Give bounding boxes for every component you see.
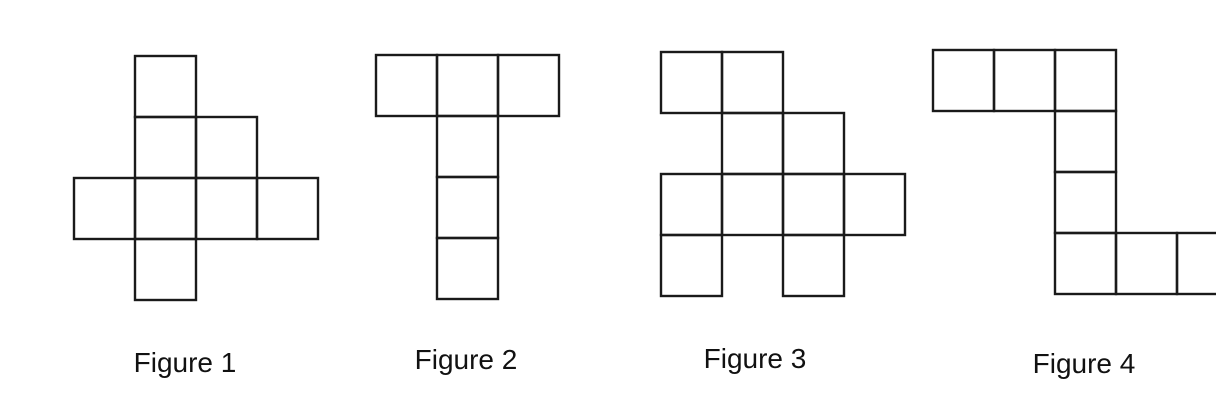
figure-3-square-4 (781, 111, 846, 176)
figure-grids (72, 48, 1216, 302)
figure-2-square-5 (435, 175, 500, 240)
figure-4-caption: Figure 4 (1033, 348, 1136, 379)
figure-3-square-7 (781, 172, 846, 237)
figure-1-net (72, 54, 320, 302)
figure-1-square-7 (255, 176, 320, 241)
figure-4-square-1 (931, 48, 996, 113)
figure-4-square-3 (1053, 48, 1118, 113)
figure-3-square-9 (659, 233, 724, 298)
figure-4-square-8 (1175, 231, 1216, 296)
figure-3-caption: Figure 3 (704, 343, 807, 374)
figure-3-square-10 (781, 233, 846, 298)
figure-3-square-8 (842, 172, 907, 237)
figure-1-square-4 (72, 176, 137, 241)
figure-2-square-3 (496, 53, 561, 118)
figure-1-square-1 (133, 54, 198, 119)
figure-3-net (659, 50, 907, 298)
figure-2-net (374, 53, 561, 301)
figure-3-square-1 (659, 50, 724, 115)
figure-1-square-3 (194, 115, 259, 180)
figure-2-square-6 (435, 236, 500, 301)
figure-1-square-6 (194, 176, 259, 241)
figure-1-caption: Figure 1 (134, 347, 237, 378)
figure-1-square-2 (133, 115, 198, 180)
figure-3-square-5 (659, 172, 724, 237)
figure-4-square-5 (1053, 170, 1118, 235)
figure-3-square-6 (720, 172, 785, 237)
figure-1-square-8 (133, 237, 198, 302)
figure-2-caption: Figure 2 (415, 344, 518, 375)
figure-4-square-7 (1114, 231, 1179, 296)
figure-4-square-6 (1053, 231, 1118, 296)
figure-1-square-5 (133, 176, 198, 241)
figure-2-square-1 (374, 53, 439, 118)
figure-3-square-2 (720, 50, 785, 115)
figure-4-square-4 (1053, 109, 1118, 174)
figure-3-square-3 (720, 111, 785, 176)
figure-2-square-4 (435, 114, 500, 179)
figure-2-square-2 (435, 53, 500, 118)
figure-4-square-2 (992, 48, 1057, 113)
figure-4-net (931, 48, 1216, 296)
